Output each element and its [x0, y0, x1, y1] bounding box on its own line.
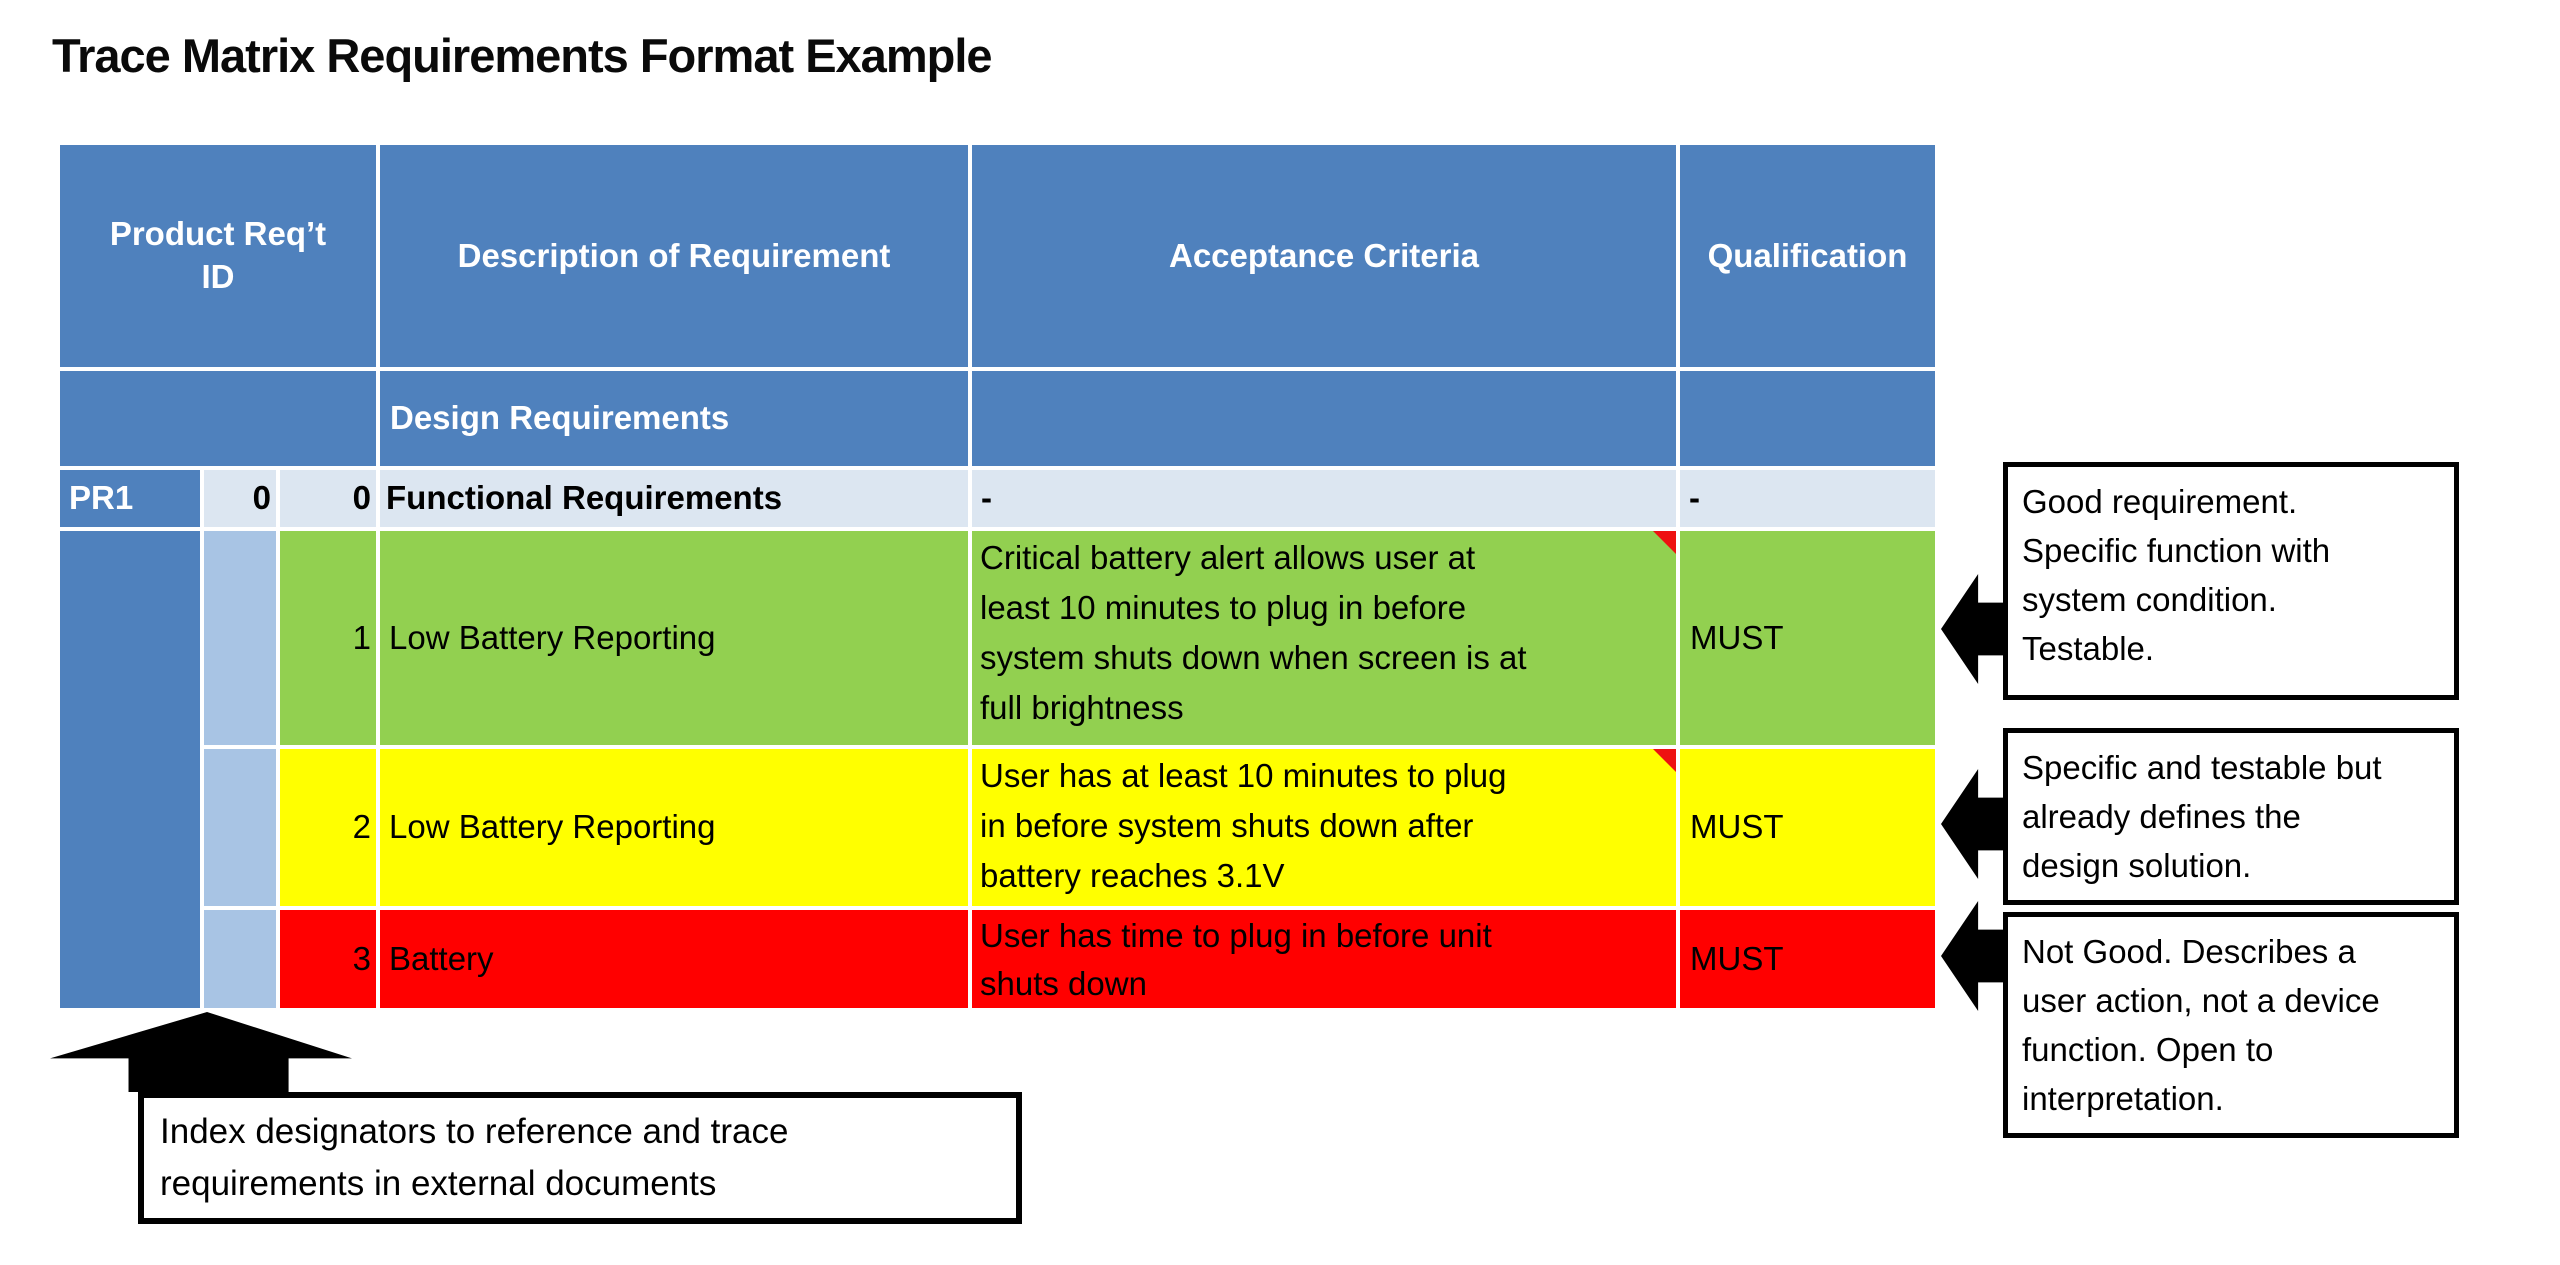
- cell-description-row3: Battery: [380, 910, 968, 1008]
- cell-description-row2: Low Battery Reporting: [380, 749, 968, 906]
- callout-box-good-requirement: Good requirement. Specific function with…: [2003, 462, 2459, 700]
- callout-box-design-solution: Specific and testable but already define…: [2003, 728, 2459, 905]
- cell-qualification-row2: MUST: [1680, 749, 1935, 906]
- subheader-cell-empty-acceptance: [972, 371, 1676, 466]
- left-arrow-icon-good: [1941, 574, 2005, 684]
- comment-marker-icon-row2: [1653, 749, 1676, 772]
- cell-index-0: 0: [280, 470, 376, 527]
- cell-acceptance-row3: User has time to plug in before unit shu…: [972, 910, 1676, 1008]
- acceptance-text-row2: User has at least 10 minutes to plug in …: [980, 757, 1507, 894]
- up-arrow-icon-index: [50, 1012, 352, 1092]
- page-title: Trace Matrix Requirements Format Example: [52, 29, 993, 82]
- cell-product-id-pr1: PR1: [60, 470, 200, 527]
- header-cell-acceptance: Acceptance Criteria: [972, 145, 1676, 367]
- cell-ref-index-blank-2: [204, 749, 276, 906]
- cell-acceptance-row2: User has at least 10 minutes to plug in …: [972, 749, 1676, 906]
- acceptance-text-row1: Critical battery alert allows user at le…: [980, 539, 1527, 726]
- callout-box-index-designators: Index designators to reference and trace…: [138, 1092, 1022, 1224]
- cell-ref-index-blank-3: [204, 910, 276, 1008]
- header-cell-description: Description of Requirement: [380, 145, 968, 367]
- cell-acceptance-row1: Critical battery alert allows user at le…: [972, 531, 1676, 745]
- cell-index-1: 1: [280, 531, 376, 745]
- cell-index-2: 2: [280, 749, 376, 906]
- subheader-cell-design-requirements: Design Requirements: [380, 371, 968, 466]
- header-cell-qualification: Qualification: [1680, 145, 1935, 367]
- header-cell-product-req-id: Product Req’t ID: [60, 145, 376, 367]
- acceptance-text-row3: User has time to plug in before unit shu…: [980, 917, 1492, 1002]
- callout-box-not-good: Not Good. Describes a user action, not a…: [2003, 912, 2459, 1138]
- cell-description-functional-requirements: Functional Requirements: [380, 470, 968, 527]
- subheader-cell-empty-left: [60, 371, 376, 466]
- cell-ref-index-blank-1: [204, 531, 276, 745]
- cell-acceptance-dash: -: [972, 470, 1676, 527]
- cell-description-row1: Low Battery Reporting: [380, 531, 968, 745]
- cell-qualification-row3: MUST: [1680, 910, 1935, 1008]
- cell-ref-index-0: 0: [204, 470, 276, 527]
- left-arrow-icon-design: [1941, 769, 2005, 879]
- subheader-cell-empty-qualification: [1680, 371, 1935, 466]
- cell-qualification-dash: -: [1680, 470, 1935, 527]
- requirements-table: Product Req’t ID Description of Requirem…: [60, 145, 1935, 1008]
- cell-product-id-span: [60, 531, 200, 1008]
- cell-index-3: 3: [280, 910, 376, 1008]
- cell-qualification-row1: MUST: [1680, 531, 1935, 745]
- comment-marker-icon-row1: [1653, 531, 1676, 554]
- left-arrow-icon-not-good: [1941, 901, 2005, 1011]
